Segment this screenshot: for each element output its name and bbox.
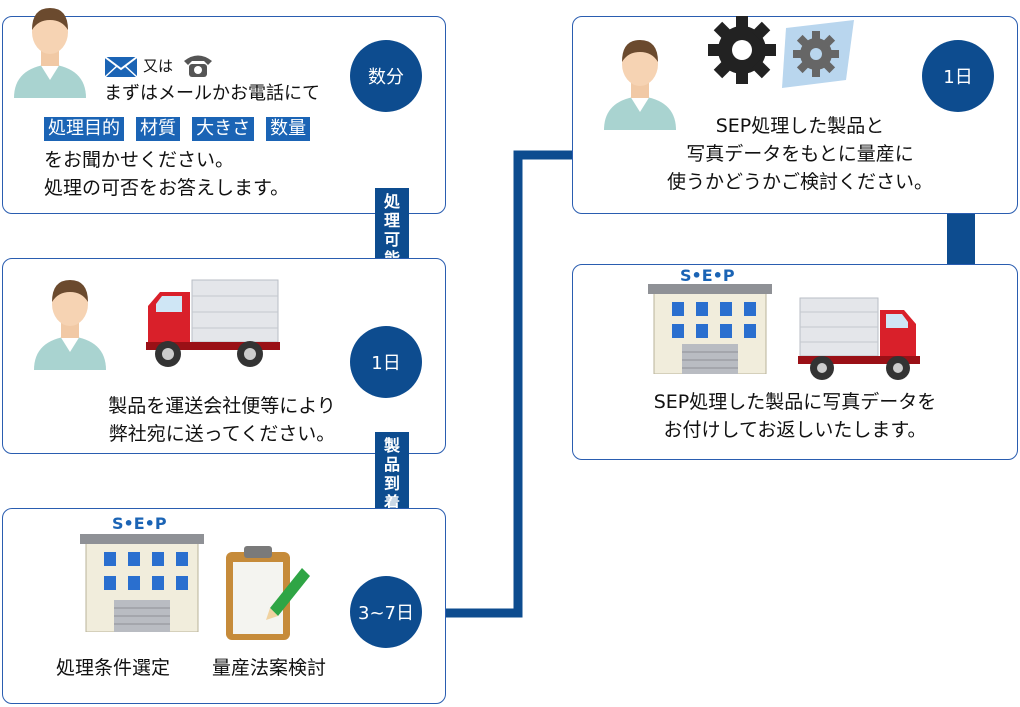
gear-icon <box>708 16 854 88</box>
tag-purpose: 処理目的 <box>44 117 124 141</box>
step1-tags: 処理目的 材質 大きさ 数量 <box>44 114 316 142</box>
or-label: 又は <box>143 57 174 75</box>
step1-line1: まずはメールかお電話にて <box>104 83 320 104</box>
person-icon <box>34 280 106 370</box>
step3-label-left: 処理条件選定 <box>56 657 171 679</box>
step1-badge: 数分 <box>350 40 422 112</box>
step3-label-right: 量産法案検討 <box>212 657 327 679</box>
mail-icon <box>104 56 138 78</box>
step5-line1: SEP処理した製品に写真データを <box>653 391 937 413</box>
step5-logo: S•E•P <box>680 266 735 285</box>
step5-line2: お付けしてお返しいたします。 <box>663 419 927 441</box>
tag-quantity: 数量 <box>266 117 311 141</box>
step1-line2: をお聞かせください。 <box>44 149 235 171</box>
tag-material: 材質 <box>136 117 181 141</box>
step4-badge: 1日 <box>922 40 994 112</box>
tag-size: 大きさ <box>192 117 255 141</box>
step1-line3: 処理の可否をお答えします。 <box>44 177 290 199</box>
clipboard-icon <box>226 546 310 640</box>
step4-line1: SEP処理した製品と <box>715 115 885 137</box>
step3-logo: S•E•P <box>112 514 167 533</box>
step5-box <box>572 264 1018 460</box>
person-icon <box>14 8 86 98</box>
step2-line1: 製品を運送会社便等により <box>108 395 336 417</box>
building-icon <box>648 284 772 374</box>
step2-line2: 弊社宛に送ってください。 <box>108 423 336 445</box>
person-icon <box>604 40 676 130</box>
truck-icon <box>798 297 920 380</box>
phone-icon <box>184 55 212 77</box>
truck-icon <box>146 279 280 367</box>
arrow-product-arrival: 製 品 到 着 <box>375 432 409 516</box>
step2-badge: 1日 <box>350 326 422 398</box>
step4-line3: 使うかどうかご検討ください。 <box>666 171 933 193</box>
building-icon <box>80 534 204 632</box>
step4-line2: 写真データをもとに量産に <box>686 143 914 165</box>
step3-badge: 3~7日 <box>350 576 422 648</box>
